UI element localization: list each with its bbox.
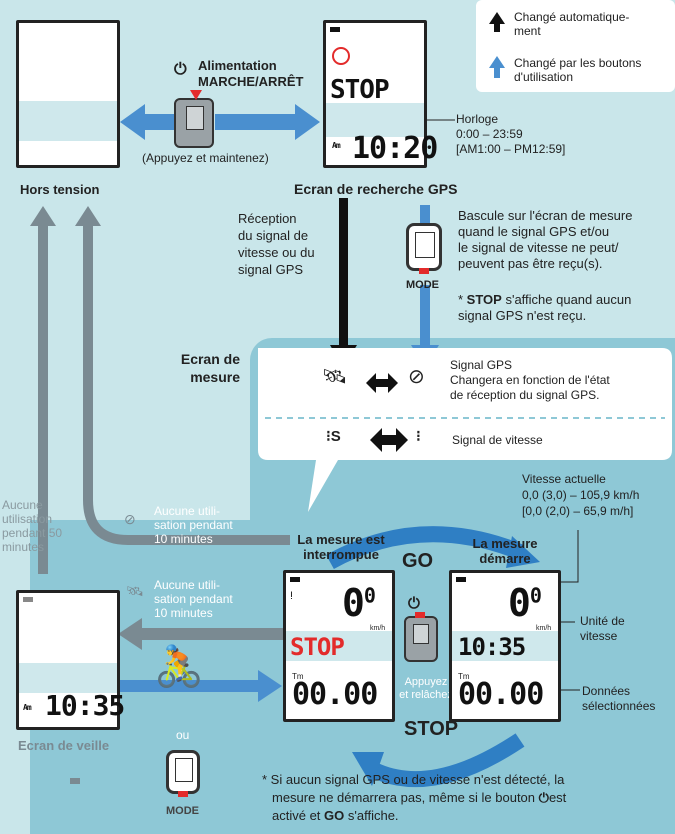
no-use-50: Aucune utilisation pendant 50 minutes [2, 498, 63, 554]
mode-button-top[interactable] [406, 223, 442, 274]
off-up-arrow-2 [75, 206, 101, 226]
gps-icon-small: 🛰 [126, 583, 144, 599]
power-label-2: MARCHE/ARRÊT [198, 74, 304, 89]
power-icon: ⏻ [174, 61, 187, 78]
gps-search-title: Ecran de recherche GPS [294, 181, 458, 197]
no-use-10b: Aucune utili- sation pendant 10 minutes [154, 578, 233, 620]
off-screen-label: Hors tension [20, 182, 100, 197]
mode-button-bottom[interactable] [166, 750, 200, 797]
switch-note-star: * STOP s'affiche quand aucun signal GPS … [458, 292, 632, 323]
sleep-label: Ecran de veille [18, 738, 110, 753]
sleep-left-arrow [118, 618, 142, 650]
legend-auto-text: Changé automatique- ment [514, 10, 630, 38]
started-lcd: 00 km/h 10:35 Tm 00.00 [449, 570, 561, 722]
started-data: 00.00 [458, 677, 544, 712]
speed-signal-label: Signal de vitesse [452, 433, 543, 447]
legend-button-arrow [489, 56, 505, 78]
started-label: La mesure démarre [472, 536, 538, 566]
gps-stop-text: STOP [330, 75, 390, 105]
footnote-line-3: activé et GO s'affiche. [272, 808, 399, 823]
paused-speed: 00 [342, 581, 376, 625]
paused-tm: Tm [292, 672, 304, 681]
paused-label: La mesure est interrompue [297, 532, 385, 562]
gps-lost-icon-small: ⊘ [124, 511, 136, 527]
go-arrow-head [506, 536, 540, 568]
sleep-time: 10:35 [45, 689, 125, 722]
no-use-10a: Aucune utili- sation pendant 10 minutes [154, 504, 233, 546]
gps-signal-title: Signal GPS [450, 358, 513, 372]
current-speed-kmh: 0,0 (3,0) – 105,9 km/h [522, 488, 640, 502]
gps-signal-desc: Changera en fonction de l'état de récept… [450, 373, 610, 402]
mode-bottom-label: MODE [166, 805, 199, 817]
power-icon-small: ⏻ [408, 595, 420, 612]
speed-double-arrow [370, 428, 408, 452]
started-speed: 00 [508, 581, 542, 625]
paused-kmh: km/h [370, 625, 386, 632]
paused-lcd: ⵑ 00 km/h STOP Tm 00.00 [283, 570, 395, 722]
legend-button-text: Changé par les boutons d'utilisation [514, 56, 642, 84]
clock-range12: [AM1:00 – PM12:59] [456, 142, 566, 156]
power-hold-text: (Appuyez et maintenez) [142, 151, 269, 165]
gps-search-lcd: STOP Am 10:20 [323, 20, 438, 168]
gps-receiving-icon: 🛰 [322, 366, 348, 388]
gps-no-signal-icon: ⊘ [408, 366, 425, 388]
speed-nosignal-icon: ⁝ [416, 428, 421, 445]
start-stop-button[interactable] [404, 612, 438, 662]
sleep-right-arrow [258, 670, 282, 702]
sleep-lcd: Am 10:35 [16, 590, 125, 730]
gps-double-arrow [366, 373, 398, 393]
started-time: 10:35 [458, 633, 526, 661]
clock-range: 0:00 – 23:59 [456, 127, 523, 141]
started-tm: Tm [458, 672, 470, 681]
paused-stop: STOP [290, 633, 345, 661]
selected-data-label: Données sélectionnées [582, 684, 656, 713]
off-screen-lcd [16, 20, 120, 168]
paused-data: 00.00 [292, 677, 378, 712]
footnote-line-1: * Si aucun signal GPS ou de vitesse n'es… [262, 772, 565, 787]
current-speed-title: Vitesse actuelle [522, 472, 606, 486]
power-button-device[interactable] [174, 90, 214, 148]
off-up-arrow-1 [30, 206, 56, 226]
sleep-am: Am [23, 703, 32, 712]
reception-text: Réception du signal de vitesse ou du sig… [238, 211, 315, 277]
gps-clock-text: 10:20 [352, 131, 438, 166]
speed-unit-label: Unité de vitesse [580, 614, 625, 643]
power-right-arrow [215, 104, 320, 140]
speed-signal-icon: ⁝S [326, 428, 341, 445]
gps-off-icon [332, 47, 350, 65]
current-speed-mph: [0,0 (2,0) – 65,9 m/h] [522, 504, 634, 518]
legend-box [476, 0, 675, 92]
legend-auto-arrow [489, 12, 505, 32]
go-label: GO [402, 550, 434, 572]
clock-title: Horloge [456, 112, 499, 126]
started-kmh: km/h [536, 625, 552, 632]
power-label-1: Alimentation [198, 58, 277, 73]
cyclist-icon: 🚴 [154, 645, 204, 689]
stop-arrow-label: STOP [404, 718, 459, 740]
stop-arrow-head [352, 752, 384, 786]
press-release-text: Appuyez et relâchez [399, 676, 453, 701]
mode-top-label: MODE [406, 279, 439, 291]
switch-note: Bascule sur l'écran de mesure quand le s… [458, 208, 633, 271]
power-left-arrow [120, 104, 175, 140]
measure-screen-label: Ecran de mesure [180, 351, 240, 385]
gps-am-text: Am [332, 141, 341, 150]
ou-text: ou [176, 728, 190, 742]
footnote-line-2: mesure ne démarrera pas, même si le bout… [272, 790, 567, 805]
